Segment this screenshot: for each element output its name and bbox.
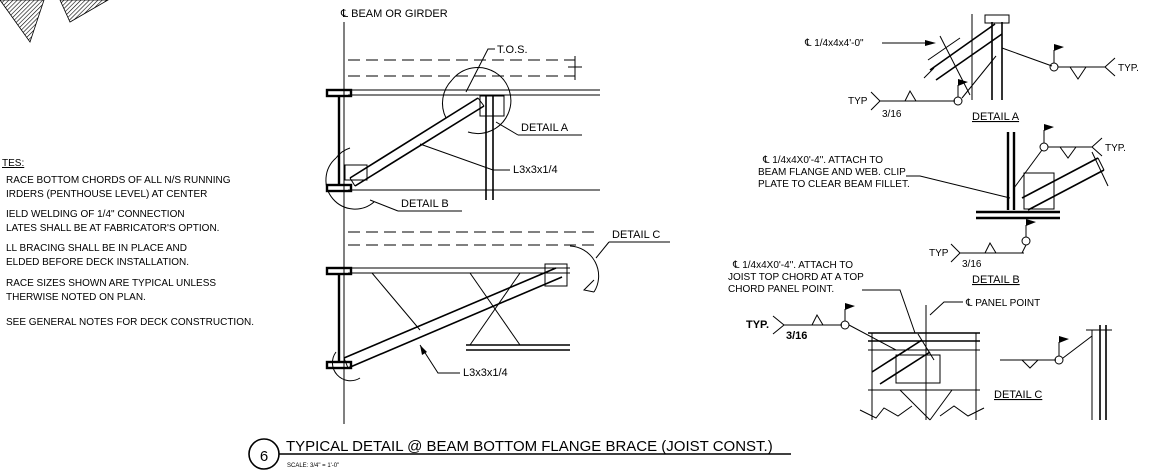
detail-a-typ-right: TYP. [1118,63,1139,74]
tos-label: T.O.S. [497,44,528,56]
detail-b-typ-right: TYP. [1105,143,1126,154]
plan-detail-c-label: DETAIL C [612,229,660,241]
notes-line: RACE BOTTOM CHORDS OF ALL N/S RUNNING [6,175,231,186]
upper-angle-label: L3x3x1/4 [513,164,558,176]
plan-view: ℄ BEAM OR GIRDER T.O.S. DETAIL [325,8,670,424]
plan-detail-a-label: DETAIL A [521,122,569,134]
beam-centerline-label: ℄ BEAM OR GIRDER [340,8,448,20]
notes-line: IRDERS (PENTHOUSE LEVEL) AT CENTER [6,189,207,200]
detail-c-note-line: ℄ 1/4x4X0'-4". ATTACH TO [732,260,853,271]
general-notes: TES: RACE BOTTOM CHORDS OF ALL N/S RUNNI… [2,158,254,328]
north-arrow-fragment [0,0,109,43]
detail-a-typ-left: TYP [848,96,868,107]
detail-b: ℄ 1/4x4X0'-4". ATTACH TO BEAM FLANGE AND… [758,124,1126,286]
detail-c-title: DETAIL C [994,389,1042,401]
detail-c-note-line: JOIST TOP CHORD AT A TOP [728,272,864,283]
detail-a-plate-label: ℄ 1/4x4x4'-0" [804,38,864,49]
detail-a-weld-size: 3/16 [882,109,902,120]
detail-b-title: DETAIL B [972,274,1020,286]
detail-a: ℄ 1/4x4x4'-0" TYP. TYP 3/16 DETAIL A [804,14,1139,123]
detail-a-title: DETAIL A [972,111,1020,123]
detail-c-typ: TYP. [746,319,769,331]
notes-line: LL BRACING SHALL BE IN PLACE AND [6,243,187,254]
detail-title: TYPICAL DETAIL @ BEAM BOTTOM FLANGE BRAC… [286,438,773,455]
detail-scale: SCALE: 3/4" = 1'-0" [287,463,339,469]
detail-number: 6 [260,448,268,465]
notes-line: ELDED BEFORE DECK INSTALLATION. [6,257,189,268]
detail-b-note-line: PLATE TO CLEAR BEAM FILLET. [758,179,910,190]
lower-angle-label: L3x3x1/4 [463,367,508,379]
notes-line: SEE GENERAL NOTES FOR DECK CONSTRUCTION. [6,317,254,328]
notes-line: IELD WELDING OF 1/4" CONNECTION [6,209,185,220]
detail-c: DETAIL C [994,325,1112,420]
detail-c-weld-size: 3/16 [786,330,807,342]
detail-b-typ-left: TYP [929,248,949,259]
detail-c-panel: ℄ 1/4x4X0'-4". ATTACH TO JOIST TOP CHORD… [728,260,1040,421]
notes-line: LATES SHALL BE AT FABRICATOR'S OPTION. [6,223,219,234]
detail-b-note-line: BEAM FLANGE AND WEB. CLIP [758,167,906,178]
detail-b-weld-size: 3/16 [962,259,982,270]
notes-line: THERWISE NOTED ON PLAN. [6,292,146,303]
detail-c-note-line: CHORD PANEL POINT. [728,284,834,295]
notes-header: TES: [2,158,24,169]
title-block: 6 TYPICAL DETAIL @ BEAM BOTTOM FLANGE BR… [248,438,791,470]
notes-line: RACE SIZES SHOWN ARE TYPICAL UNLESS [6,278,216,289]
plan-detail-b-label: DETAIL B [401,198,449,210]
detail-b-note-line: ℄ 1/4x4X0'-4". ATTACH TO [762,155,883,166]
detail-c-panel-label: ℄ PANEL POINT [965,298,1040,309]
